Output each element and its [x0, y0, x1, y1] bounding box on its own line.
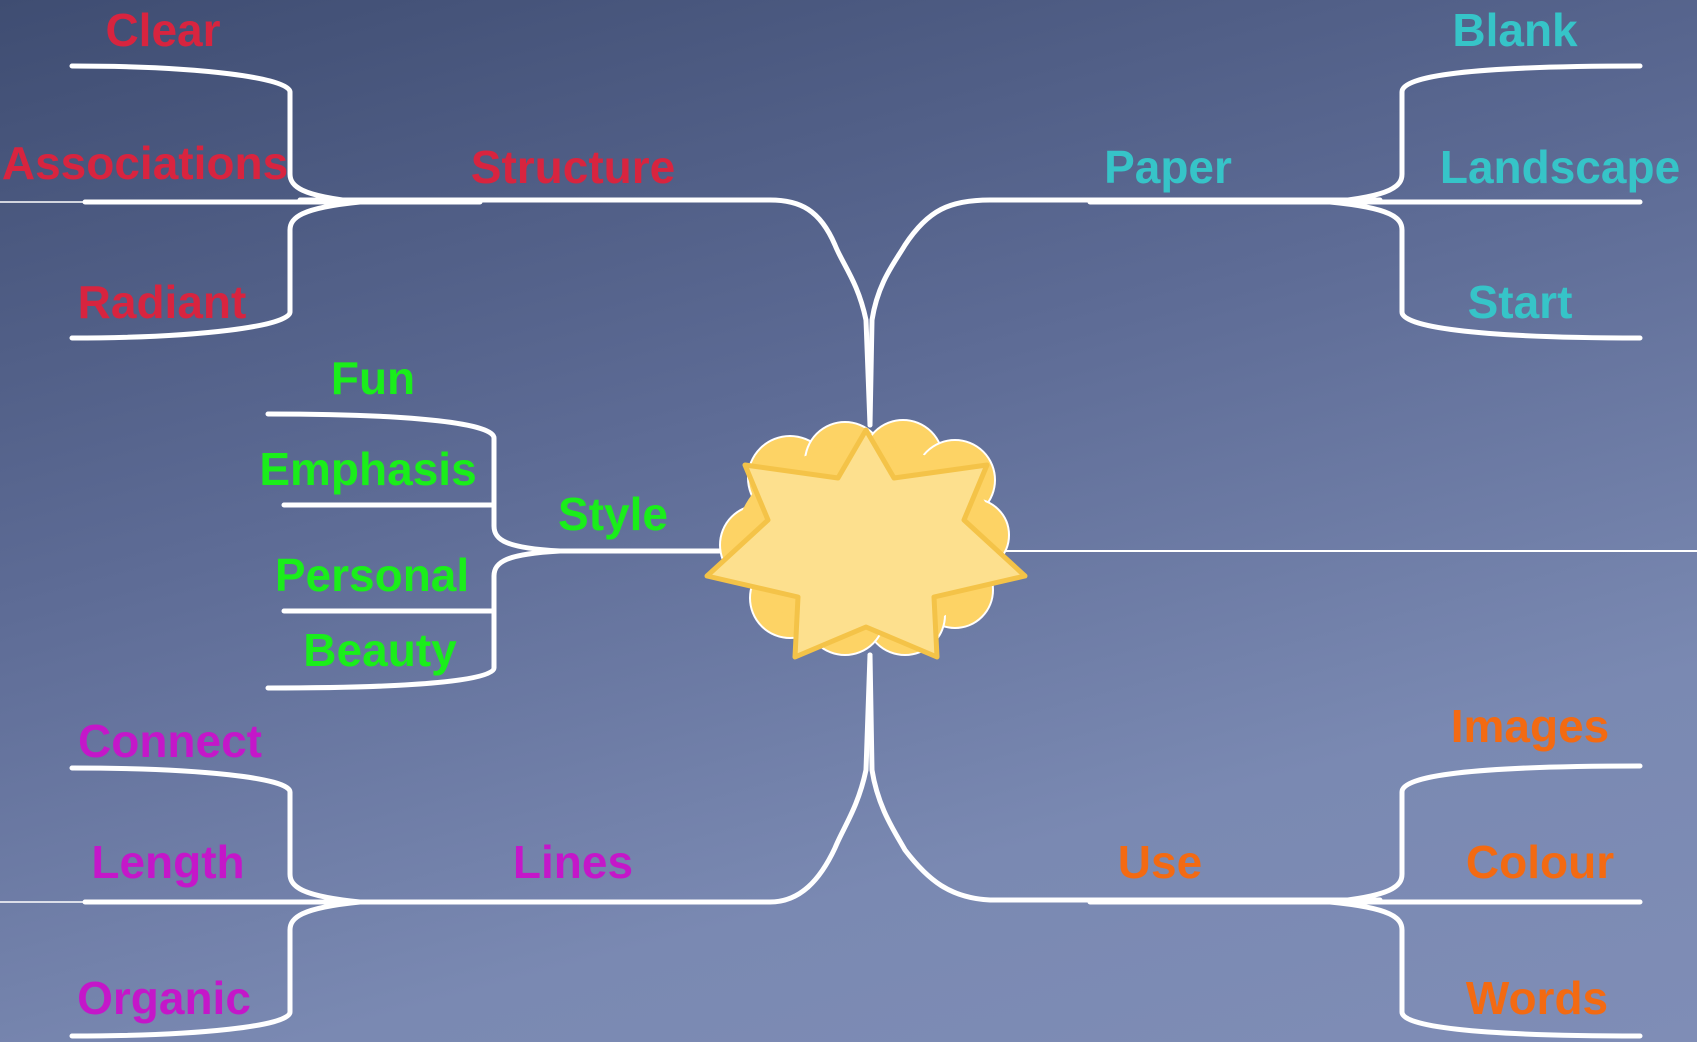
lines-label: Lines	[512, 836, 634, 888]
paper-child-landscape: Landscape	[1439, 141, 1681, 193]
style-child-personal: Personal	[274, 549, 470, 601]
lines-child-organic: Organic	[77, 972, 251, 1024]
style-branch	[265, 411, 723, 691]
use-label: Use	[1117, 836, 1203, 888]
use-child-images: Images	[1450, 700, 1610, 752]
lines-child-length: Length	[91, 836, 245, 888]
style-child-fun: Fun	[330, 352, 416, 404]
structure-branch	[69, 63, 873, 428]
star-burst-cloud-icon	[704, 419, 1028, 660]
lines-child-connect: Connect	[78, 715, 262, 767]
paper-child-start: Start	[1467, 276, 1573, 328]
paper-branch	[867, 63, 1643, 428]
use-child-colour: Colour	[1465, 836, 1615, 888]
style-child-beauty: Beauty	[303, 624, 457, 676]
style-child-emphasis: Emphasis	[259, 443, 477, 495]
structure-child-radiant: Radiant	[77, 276, 247, 328]
paper-child-blank: Blank	[1452, 4, 1578, 56]
use-child-words: Words	[1465, 972, 1609, 1024]
use-branch	[867, 652, 1643, 1039]
structure-child-clear: Clear	[105, 4, 221, 56]
paper-label: Paper	[1104, 141, 1232, 193]
style-label: Style	[558, 488, 668, 540]
structure-child-associations: Associations	[1, 137, 289, 189]
lines-branch	[69, 652, 873, 1039]
structure-label: Structure	[470, 141, 676, 193]
